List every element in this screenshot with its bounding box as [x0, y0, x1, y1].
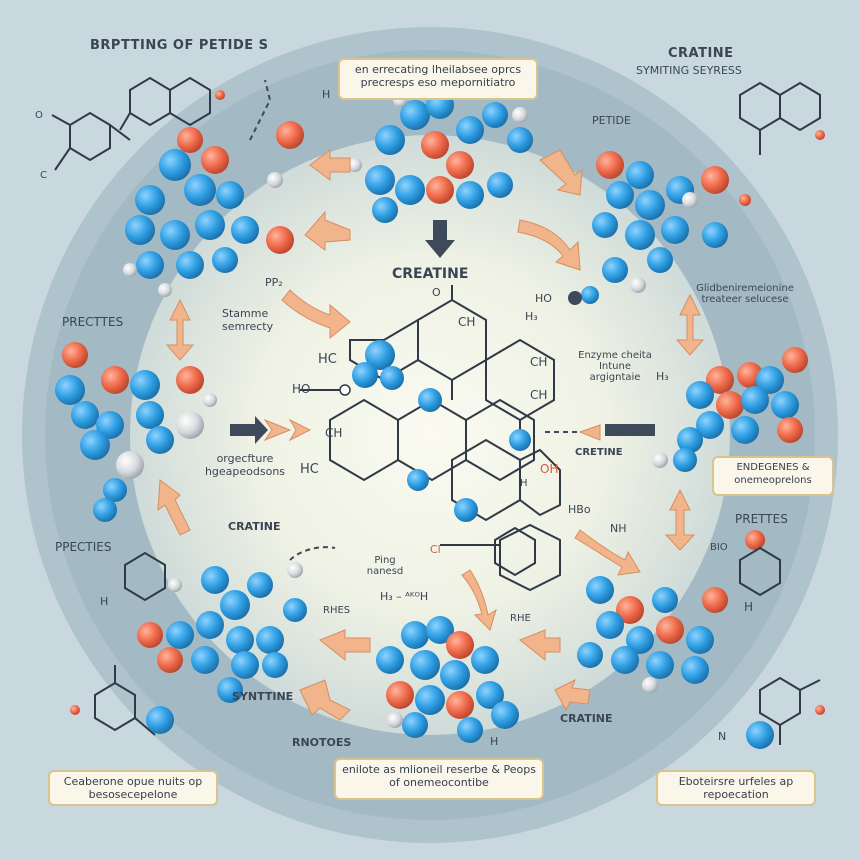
chem-h-mid: H [520, 478, 528, 489]
synttine-label: SYNTTINE [232, 690, 294, 703]
right-box: ENDEGENES & onemeoprelons [712, 456, 834, 496]
chem-h-left: H [100, 595, 109, 608]
inner-glow [130, 135, 730, 735]
top-center-note-box: en errecating lheilabsee oprcs precresps… [338, 58, 538, 100]
chem-ch-2: CH [530, 355, 548, 369]
left-peptides-note: Stamme semrecty [222, 307, 274, 333]
rnotoes-label: RNOTOES [292, 736, 352, 749]
corner-atoms [70, 90, 825, 749]
chem-nh: NH [610, 522, 627, 535]
cratine-bottom-label: CRATINE [560, 712, 613, 725]
chem-cl: Cl [430, 543, 441, 556]
central-atoms [339, 286, 599, 522]
chem-ch-3: CH [530, 388, 548, 402]
left-bottom-peptides-label: PPECTIES [55, 540, 112, 554]
bottom-right-box: Eboteirsre urfeles ap repoecation [656, 770, 816, 806]
chem-oh: OH [540, 462, 559, 476]
left-lower-note: orgecfture hgeapeodsons [204, 452, 286, 478]
rhes-label: RHES [323, 605, 351, 616]
cluster-top-left [123, 121, 304, 297]
chem-ppo: PP₂ [265, 276, 283, 289]
cluster-right-middle [652, 347, 808, 472]
chem-n: N [718, 730, 727, 743]
chem-h-right: H [744, 600, 754, 614]
cluster-left-middle [55, 342, 217, 522]
enzyme-note: Enzyme cheita Intune argigntaie [578, 350, 652, 383]
cluster-bottom-left [137, 562, 307, 703]
flow-arrows [157, 149, 705, 721]
cluster-bottom-right [577, 530, 765, 693]
chem-bio: BIO [710, 542, 728, 553]
chem-hbo: HBo [568, 503, 591, 516]
lower-left-creatine-label: CRATINE [228, 520, 281, 533]
central-creatine-molecule [300, 285, 561, 592]
bottom-left-box: Ceaberone opue nuits op besosecepelone [48, 770, 218, 806]
top-left-title: BRPTTING OF PETIDE S [90, 38, 269, 53]
corner-structures [51, 76, 821, 745]
cluster-top-center [348, 91, 533, 223]
chem-o-top: O [432, 286, 441, 299]
top-right-subtitle: SYMITING SEYRESS [636, 64, 742, 77]
chem-hc-1: HC [318, 352, 337, 367]
bottom-center-box: enilote as mlioneil reserbe & Peops of o… [334, 758, 544, 800]
dark-arrows [230, 220, 655, 444]
cluster-top-right [592, 151, 751, 293]
center-title: CREATINE [392, 266, 469, 282]
chem-c-left: C [40, 170, 47, 181]
right-arrow-label: CRETINE [575, 447, 623, 458]
dashed-connector [249, 79, 580, 561]
chem-ch-4: CH [325, 426, 343, 440]
chem-hc-2: HC [300, 462, 319, 477]
left-peptides-label: PRECTTES [62, 315, 124, 329]
rhe-label: RHE [510, 613, 531, 624]
formula-mid: H₃ – ᴬᴷᴼH [380, 590, 429, 603]
chem-h3-right: H₃ [656, 370, 669, 383]
chem-ch-1: CH [458, 315, 476, 329]
ring-note: Ping nanesd [366, 555, 404, 577]
chem-h-top: H [322, 88, 331, 101]
chem-h-bottom: H [490, 735, 499, 748]
chem-ho-2: HO [292, 382, 311, 396]
top-right-title: CRATINE [668, 46, 734, 61]
chem-h3-1: H₃ [525, 310, 538, 323]
chem-o-left: O [35, 110, 43, 121]
petide-label: PETIDE [592, 114, 631, 127]
cluster-bottom-center [376, 616, 519, 743]
right-note: Glidbeniremeionine treateer selucese [696, 283, 794, 305]
right-peptides-label: PRETTES [735, 512, 788, 526]
chem-ho-1: HO [535, 292, 552, 305]
